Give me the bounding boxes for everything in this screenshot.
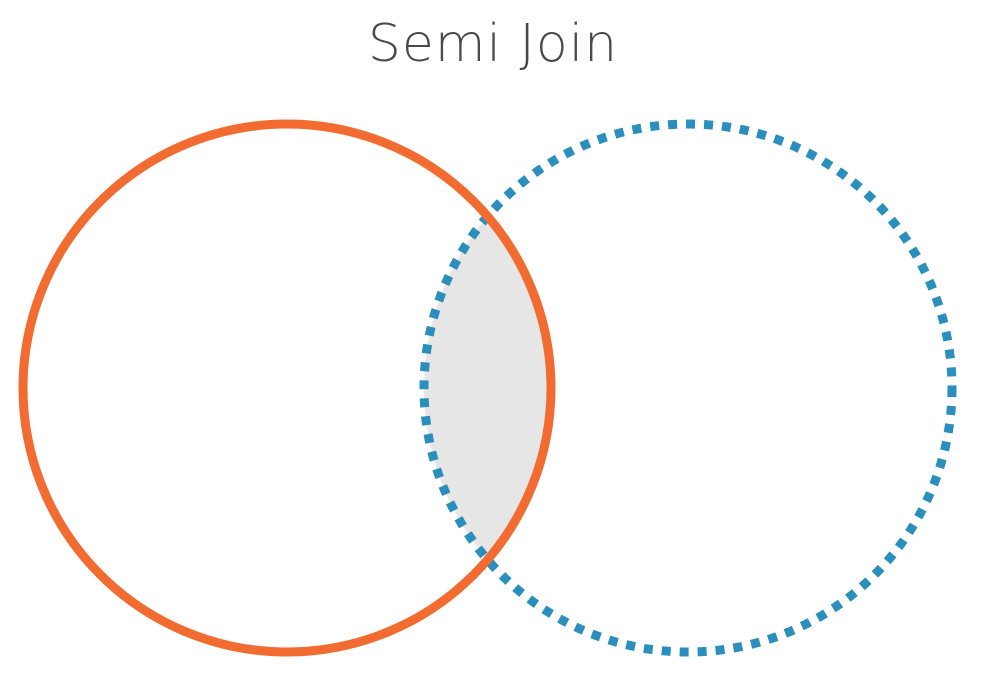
diagram-title: Semi Join (367, 14, 619, 74)
overlap-region (424, 124, 551, 652)
right-set-circle (419, 119, 957, 657)
left-set-circle (18, 119, 556, 657)
